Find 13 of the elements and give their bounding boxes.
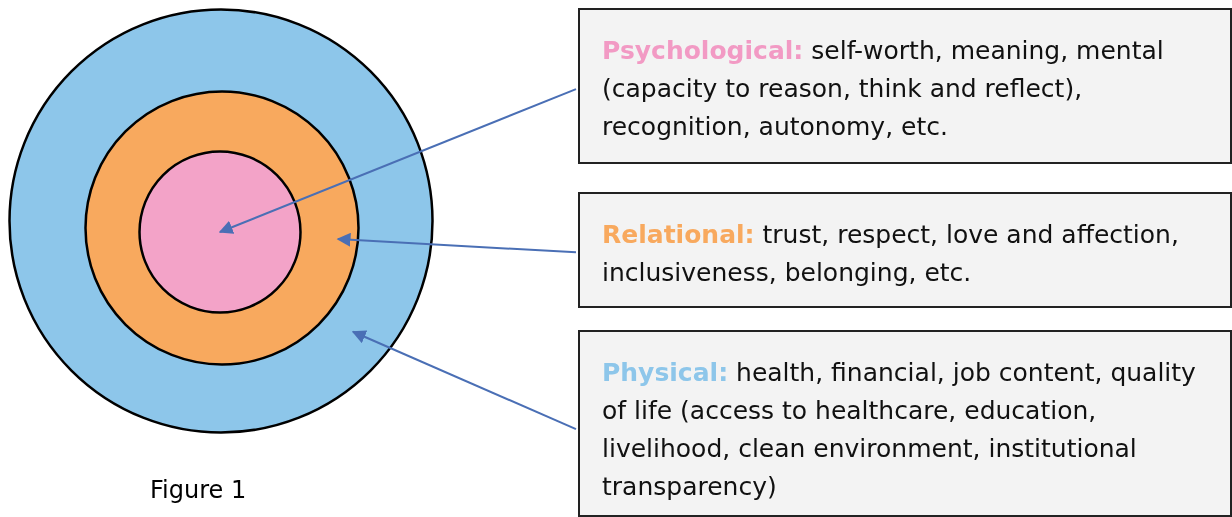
outer-circle [8, 8, 434, 434]
arrow [351, 330, 577, 431]
figure-caption: Figure 1 [150, 476, 247, 504]
description-text: Psychological: self-worth, meaning, mental (capacity to reason, think and reflect), recognition, autonomy, etc. [602, 35, 1165, 143]
text-box [578, 8, 1232, 164]
arrow [336, 232, 577, 254]
arrow [218, 88, 577, 234]
inner-circle [138, 150, 302, 314]
text-box [578, 192, 1232, 308]
description-text: Physical: health, financial, job content, quality of life (access to healthcare, education, livelihood, clean environment, institutional transparency) [602, 357, 1197, 503]
description-text: Relational: trust, respect, love and affection, inclusiveness, belonging, etc. [602, 219, 1180, 289]
text-box [578, 330, 1232, 517]
middle-circle [84, 90, 360, 366]
